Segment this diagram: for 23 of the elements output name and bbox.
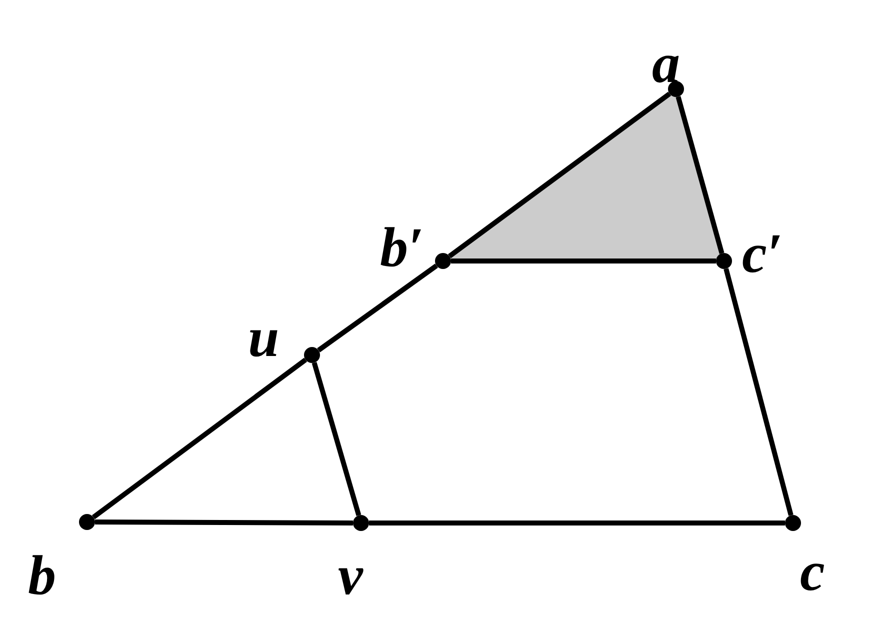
point-dot — [304, 347, 320, 363]
point-label: v — [338, 548, 363, 604]
point-label: a — [652, 36, 680, 92]
point-dot — [353, 515, 369, 531]
point-label: c — [800, 544, 825, 600]
line-segment — [312, 362, 362, 516]
line-segment — [95, 520, 353, 526]
line-segment — [317, 264, 438, 352]
point-dot — [79, 514, 95, 530]
line-segment — [448, 92, 672, 258]
line-segment — [724, 268, 794, 516]
line-segment — [451, 258, 716, 264]
point-dot — [716, 253, 732, 269]
point-label: b — [28, 548, 56, 604]
point-label: b′ — [380, 220, 424, 276]
point-label: c′ — [742, 226, 783, 282]
point-dot — [435, 253, 451, 269]
point-label: u — [248, 310, 280, 366]
line-segment — [676, 96, 724, 254]
line-segment — [92, 358, 308, 520]
point-dot — [668, 81, 684, 97]
line-segment — [369, 520, 785, 526]
point-dot — [785, 515, 801, 531]
